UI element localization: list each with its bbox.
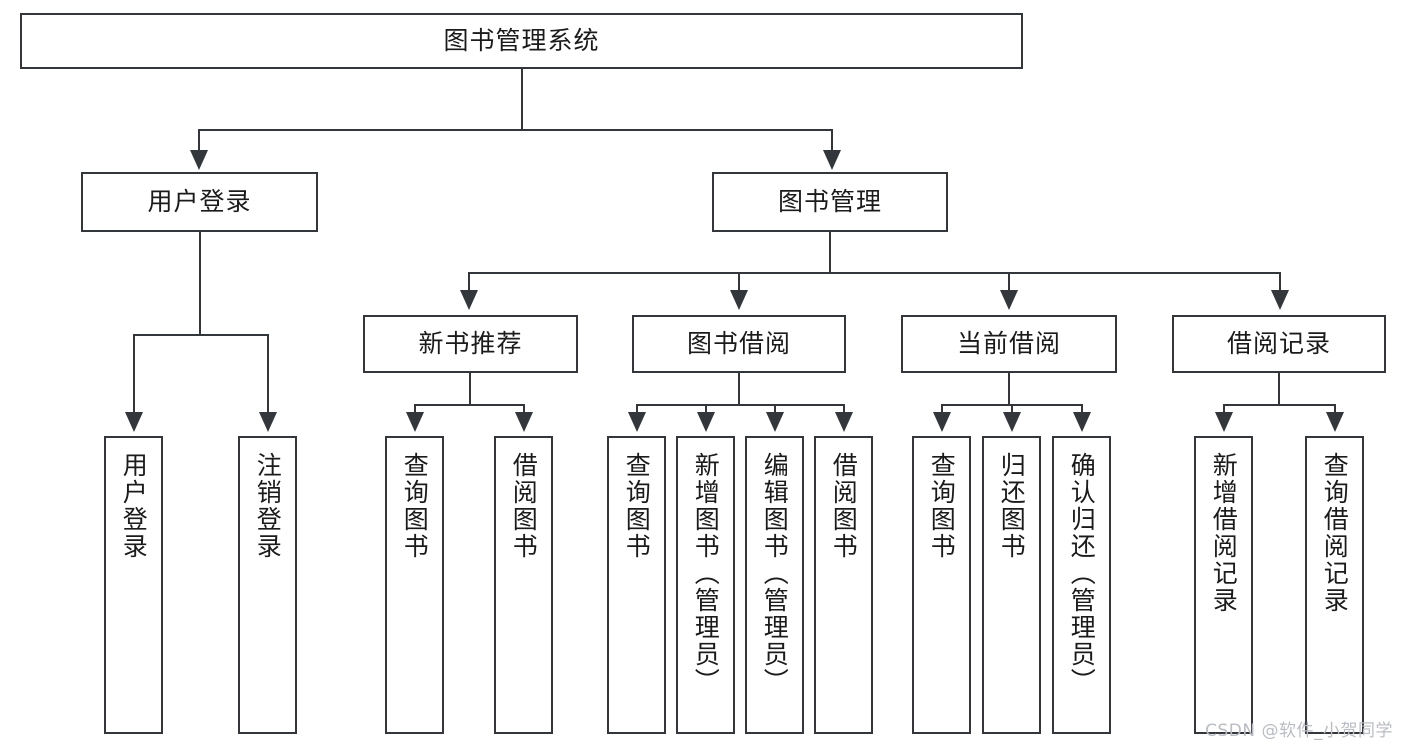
node-current-borrow-label: 当前借阅	[956, 329, 1061, 359]
arrow-root-to-book-manage	[823, 150, 841, 170]
edge-book-borrow-bus	[636, 404, 844, 406]
leaf-borrow-book-1-label: 借阅图书	[509, 452, 539, 560]
edge-new-book-drop-1	[414, 404, 416, 416]
leaf-edit-book-label: 编辑图书（管理员）	[760, 452, 790, 695]
node-user-login[interactable]: 用户登录	[81, 172, 318, 232]
edge-book-manage-drop-1	[468, 272, 470, 294]
node-user-login-label: 用户登录	[147, 187, 252, 217]
arrow-book-borrow-leaf-3	[766, 412, 784, 432]
leaf-query-book-1[interactable]: 查询图书	[385, 436, 444, 734]
leaf-confirm-return-label: 确认归还（管理员）	[1067, 452, 1097, 695]
arrow-book-manage-to-book-borrow	[730, 290, 748, 310]
edge-book-borrow-drop-1	[636, 404, 638, 416]
leaf-query-book-1-label: 查询图书	[400, 452, 430, 560]
leaf-user-logout-label: 注销登录	[253, 452, 283, 560]
edge-current-borrow-drop-2	[1011, 404, 1013, 416]
arrow-root-to-user-login	[190, 150, 208, 170]
arrow-book-borrow-leaf-4	[835, 412, 853, 432]
node-new-book-recommend-label: 新书推荐	[418, 329, 523, 359]
arrow-new-book-leaf-1	[406, 412, 424, 432]
edge-root-drop-user-login	[198, 129, 200, 154]
leaf-return-book[interactable]: 归还图书	[982, 436, 1041, 734]
edge-book-borrow-drop-3	[774, 404, 776, 416]
edge-book-borrow-drop-4	[843, 404, 845, 416]
edge-user-login-bus	[133, 334, 267, 336]
edge-user-login-drop-2	[267, 334, 269, 416]
node-root[interactable]: 图书管理系统	[20, 13, 1023, 69]
node-borrow-record[interactable]: 借阅记录	[1172, 315, 1386, 373]
leaf-borrow-book-2[interactable]: 借阅图书	[814, 436, 873, 734]
edge-book-manage-bus	[468, 272, 1279, 274]
leaf-borrow-book-2-label: 借阅图书	[829, 452, 859, 560]
leaf-query-record[interactable]: 查询借阅记录	[1305, 436, 1364, 734]
edge-new-book-stem	[469, 373, 471, 405]
node-new-book-recommend[interactable]: 新书推荐	[363, 315, 578, 373]
leaf-user-logout[interactable]: 注销登录	[238, 436, 297, 734]
edge-book-borrow-drop-2	[705, 404, 707, 416]
leaf-user-login[interactable]: 用户登录	[104, 436, 163, 734]
leaf-user-login-label: 用户登录	[119, 452, 149, 560]
leaf-add-record[interactable]: 新增借阅记录	[1194, 436, 1253, 734]
edge-new-book-bus	[414, 404, 525, 406]
edge-borrow-record-bus	[1223, 404, 1335, 406]
leaf-confirm-return[interactable]: 确认归还（管理员）	[1052, 436, 1111, 734]
arrow-book-borrow-leaf-1	[628, 412, 646, 432]
edge-book-manage-drop-2	[738, 272, 740, 294]
leaf-add-book[interactable]: 新增图书（管理员）	[676, 436, 735, 734]
leaf-query-book-3-label: 查询图书	[927, 452, 957, 560]
edge-borrow-record-stem	[1278, 373, 1280, 405]
edge-book-borrow-stem	[738, 373, 740, 405]
leaf-add-book-label: 新增图书（管理员）	[691, 452, 721, 695]
leaf-query-book-3[interactable]: 查询图书	[912, 436, 971, 734]
arrow-new-book-leaf-2	[515, 412, 533, 432]
edge-borrow-record-drop-2	[1334, 404, 1336, 416]
leaf-query-record-label: 查询借阅记录	[1320, 452, 1350, 614]
edge-user-login-drop-1	[133, 334, 135, 416]
edge-book-manage-stem	[829, 232, 831, 274]
arrow-book-manage-to-borrow-record	[1271, 290, 1289, 310]
node-borrow-record-label: 借阅记录	[1226, 329, 1331, 359]
edge-current-borrow-drop-1	[941, 404, 943, 416]
edge-root-stem	[521, 69, 523, 129]
arrow-current-borrow-leaf-1	[933, 412, 951, 432]
watermark: CSDN @软件_小贺同学	[1205, 721, 1393, 741]
arrow-book-manage-to-current-borrow	[1000, 290, 1018, 310]
edge-root-drop-book-manage	[831, 129, 833, 154]
node-book-manage[interactable]: 图书管理	[712, 172, 948, 232]
arrow-borrow-record-leaf-2	[1326, 412, 1344, 432]
leaf-borrow-book-1[interactable]: 借阅图书	[494, 436, 553, 734]
edge-borrow-record-drop-1	[1223, 404, 1225, 416]
edge-root-bus	[198, 129, 833, 131]
node-root-label: 图书管理系统	[443, 26, 600, 56]
node-current-borrow[interactable]: 当前借阅	[901, 315, 1117, 373]
edge-book-manage-drop-3	[1008, 272, 1010, 294]
arrow-book-manage-to-new-book	[460, 290, 478, 310]
arrow-current-borrow-leaf-2	[1003, 412, 1021, 432]
leaf-add-record-label: 新增借阅记录	[1209, 452, 1239, 614]
leaf-query-book-2[interactable]: 查询图书	[607, 436, 666, 734]
leaf-return-book-label: 归还图书	[997, 452, 1027, 560]
node-book-borrow-label: 图书借阅	[686, 329, 791, 359]
edge-current-borrow-drop-3	[1081, 404, 1083, 416]
edge-user-login-stem	[199, 232, 201, 336]
node-book-borrow[interactable]: 图书借阅	[632, 315, 846, 373]
arrow-user-login-leaf-1	[125, 412, 143, 432]
node-book-manage-label: 图书管理	[777, 187, 882, 217]
leaf-edit-book[interactable]: 编辑图书（管理员）	[745, 436, 804, 734]
arrow-user-login-leaf-2	[259, 412, 277, 432]
arrow-book-borrow-leaf-2	[697, 412, 715, 432]
arrow-borrow-record-leaf-1	[1215, 412, 1233, 432]
edge-current-borrow-stem	[1008, 373, 1010, 405]
edge-book-manage-drop-4	[1279, 272, 1281, 294]
leaf-query-book-2-label: 查询图书	[622, 452, 652, 560]
edge-new-book-drop-2	[523, 404, 525, 416]
arrow-current-borrow-leaf-3	[1073, 412, 1091, 432]
